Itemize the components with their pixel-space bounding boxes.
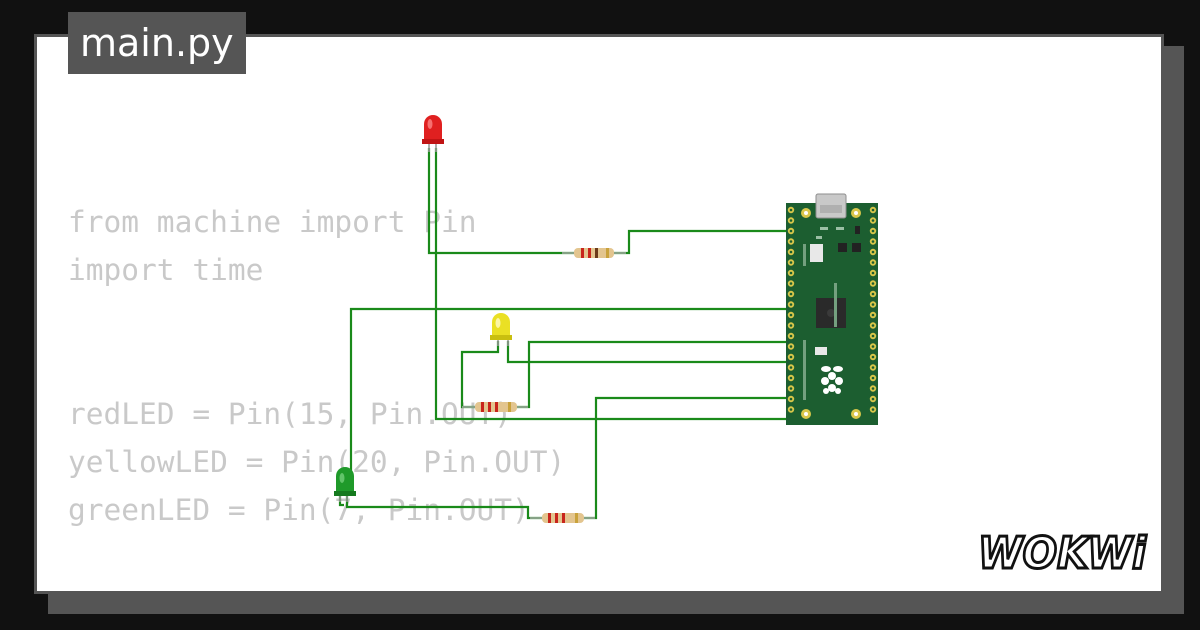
pico-pin-hole — [789, 208, 793, 212]
pico-pin-hole — [789, 261, 793, 264]
pico-pin-hole — [789, 345, 793, 348]
pico-pin-hole — [871, 271, 875, 275]
pico-pin-hole — [871, 240, 875, 243]
pico-pin-hole — [789, 240, 793, 243]
wire-yellow-cathode[interactable] — [460, 341, 500, 409]
pico-pin-hole — [871, 261, 875, 264]
wokwi-logo: WOKWi — [978, 528, 1148, 578]
code-line: yellowLED = Pin(20, Pin.OUT) — [68, 445, 566, 479]
pico-pin-hole — [789, 324, 793, 327]
wire-green-to-pico[interactable] — [349, 307, 790, 478]
green-led[interactable] — [334, 467, 356, 502]
pico-pin-hole — [871, 282, 875, 285]
pico-pin-hole — [871, 397, 875, 401]
pico-pin-hole — [789, 219, 793, 222]
pico-pin-hole — [871, 387, 875, 390]
pico-pin-hole — [789, 303, 793, 306]
logo-text: WOKWi — [978, 528, 1147, 578]
pico-pin-hole — [789, 250, 793, 254]
pico-pin-hole — [871, 313, 875, 317]
pico-pin-hole — [789, 282, 793, 285]
file-tab[interactable]: main.py — [68, 12, 246, 74]
led-icon — [336, 467, 354, 494]
resistor-top[interactable] — [562, 248, 626, 258]
pico-pin-hole — [871, 292, 875, 296]
pico-pin-hole — [789, 366, 793, 369]
pico-pin-hole — [789, 334, 793, 338]
resistor-middle[interactable] — [462, 402, 528, 412]
raspberry-pi-pico[interactable] — [786, 193, 878, 425]
pico-pin-hole — [871, 229, 875, 233]
wire-resistor-to-pico-top[interactable] — [612, 229, 790, 255]
pico-pin-hole — [871, 355, 875, 359]
pico-pin-hole — [789, 355, 793, 359]
raspberry-icon — [821, 366, 843, 394]
pico-pin-hole — [871, 345, 875, 348]
wire-green-resistor-to-pico[interactable] — [582, 396, 790, 520]
pico-pin-hole — [789, 229, 793, 233]
preview-card — [34, 34, 1164, 594]
pico-pins — [787, 206, 877, 413]
code-line: from machine import Pin — [68, 205, 477, 239]
pico-pin-hole — [789, 271, 793, 275]
pico-pin-hole — [789, 376, 793, 380]
pico-pin-hole — [789, 313, 793, 317]
pico-pin-hole — [871, 303, 875, 306]
wire-red-cathode[interactable] — [434, 148, 790, 421]
wire-green-to-resistor[interactable] — [345, 496, 545, 520]
resistor-bottom[interactable] — [530, 513, 595, 523]
pico-pin-hole — [789, 397, 793, 401]
pico-pin-hole — [871, 408, 875, 411]
pico-pin-hole — [871, 208, 875, 212]
pico-pin-hole — [871, 366, 875, 369]
code-line: greenLED = Pin(7, Pin.OUT) — [68, 493, 530, 527]
pico-pin-hole — [789, 408, 793, 411]
yellow-led[interactable] — [490, 313, 512, 346]
pico-pin-hole — [871, 219, 875, 222]
wire-yellow-to-pico[interactable] — [506, 341, 790, 364]
led-icon — [492, 313, 510, 338]
pico-pin-hole — [789, 387, 793, 390]
pico-pin-hole — [871, 250, 875, 254]
pico-pin-hole — [871, 334, 875, 338]
pico-pin-hole — [871, 376, 875, 380]
pico-pin-hole — [871, 324, 875, 327]
led-icon — [424, 115, 442, 142]
pico-pin-hole — [789, 292, 793, 296]
code-line: import time — [68, 253, 264, 287]
red-led[interactable] — [422, 115, 444, 152]
wire-red-to-resistor[interactable] — [427, 148, 575, 255]
wires — [338, 148, 790, 520]
